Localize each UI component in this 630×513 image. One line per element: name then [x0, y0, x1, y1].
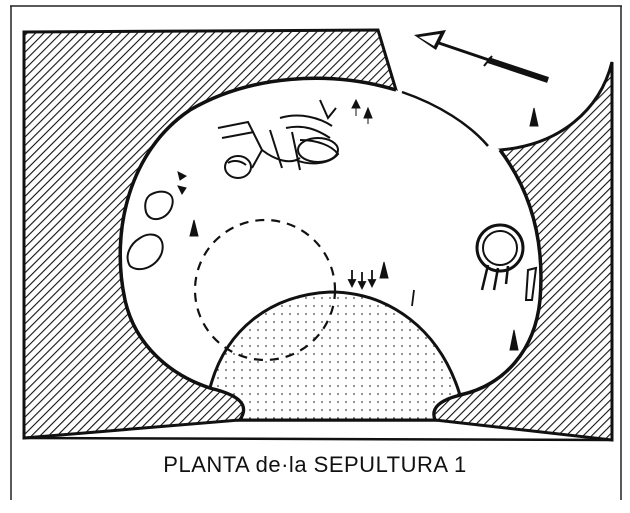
figure-caption: PLANTA de·la SEPULTURA 1 [163, 452, 467, 477]
skeleton-burial [217, 99, 340, 179]
circular-pit [193, 218, 337, 362]
entrance-gap-outline [401, 90, 489, 147]
dotted-sediment-area [208, 290, 462, 422]
bone-fragment-2 [126, 233, 164, 271]
down-arrows [347, 270, 415, 307]
stone-ring [475, 223, 525, 291]
drawing-baseline [23, 436, 613, 442]
bone-fragment-1 [144, 190, 174, 221]
north-arrow-icon [414, 30, 549, 83]
artifact-markers [177, 98, 539, 351]
